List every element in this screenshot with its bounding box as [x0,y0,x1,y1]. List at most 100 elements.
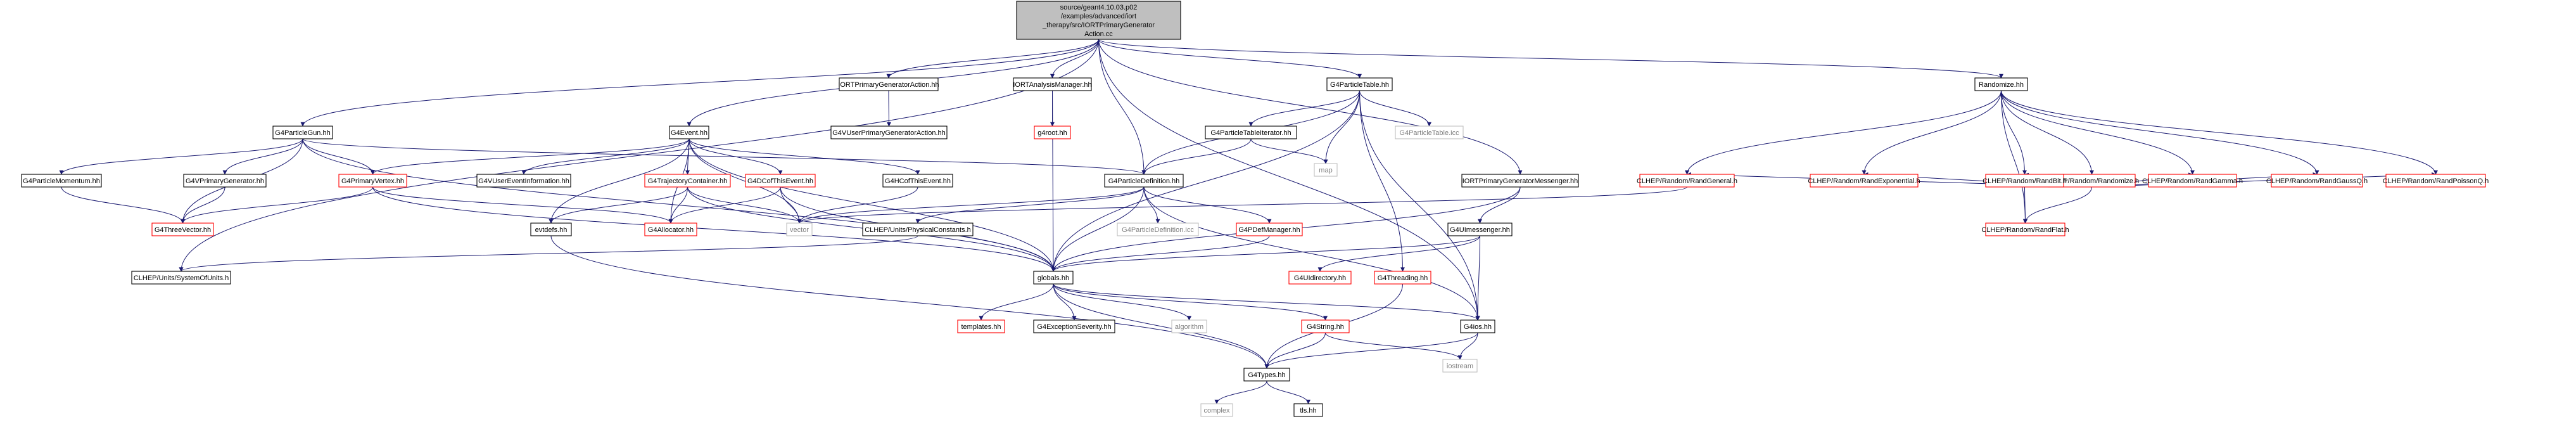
edge-G4ParticleTable_hh-to-G4ParticleTable_icc [1359,90,1431,127]
node-label: algorithm [1175,323,1203,331]
node-label: Randomize.hh [1979,81,2024,89]
edge-root-to-G4ParticleTable_hh [1098,39,1362,79]
node-evtdefs-hh[interactable]: evtdefs.hh [530,222,572,236]
node-clhep-systemofunits-h[interactable]: CLHEP/Units/SystemOfUnits.h [131,271,231,285]
edge-G4Event_hh-to-G4HCofThisEvent_hh [688,138,920,175]
node-label: map [1319,167,1332,174]
node-box [530,222,572,236]
node-box [839,77,939,91]
edge-Randomize_hh-to-CLHEP_RandGaussQ_h [2001,90,2319,175]
node-clhep-randgeneral-h[interactable]: CLHEP/Random/RandGeneral.h [1637,174,1737,188]
node-box [1461,174,1579,188]
node-g4primaryvertex-hh[interactable]: G4PrimaryVertex.hh [338,174,407,188]
node-label: evtdefs.hh [535,226,568,234]
node-clhep-randexponential-h[interactable]: CLHEP/Random/RandExponential.h [1808,174,1920,188]
node-label: CLHEP/Random/RandFlat.h [1981,226,2069,234]
edge-G4ParticleDefinition_hh-to-G4ios_hh [1143,186,1480,321]
node-iortprimarygeneratormessenger-hh[interactable]: IORTPrimaryGeneratorMessenger.hh [1461,174,1579,188]
node-iortanalysismanager-hh[interactable]: IORTAnalysisManager.hh [1013,77,1092,91]
node-g4vuserprimarygeneratoraction-hh[interactable]: G4VUserPrimaryGeneratorAction.hh [830,125,948,139]
node-g4particledefinition-hh[interactable]: G4ParticleDefinition.hh [1104,174,1184,188]
node-g4particlemomentum-hh[interactable]: G4ParticleMomentum.hh [21,174,102,188]
node-clhep-randgamma-h[interactable]: CLHEP/Random/RandGamma.h [2142,174,2243,188]
edge-G4ParticleDefinition_hh-to-CLHEP_PhysicalConstants_h [915,186,1145,224]
node-algorithm[interactable]: algorithm [1171,319,1207,333]
edge-CLHEP_Randomize_h-to-CLHEP_RandFlat_h [2023,186,2092,224]
edge-root-to-G4ParticleDefinition_hh [1098,39,1146,175]
node-g4event-hh[interactable]: G4Event.hh [669,125,709,139]
node-clhep-physicalconstants-h[interactable]: CLHEP/Units/PhysicalConstants.h [862,222,974,236]
node-g4allocator-hh[interactable]: G4Allocator.hh [644,222,697,236]
node-label: globals.hh [1037,274,1069,282]
node-clhep-randpoissonq-h[interactable]: CLHEP/Random/RandPoissonQ.h [2383,174,2489,188]
node-g4uidirectory-hh[interactable]: G4UIdirectory.hh [1288,271,1352,285]
node-randomize-hh[interactable]: Randomize.hh [1974,77,2028,91]
node-label: G4ParticleGun.hh [275,129,330,137]
node-templates-hh[interactable]: templates.hh [957,319,1005,333]
node-g4vusereventinformation-hh[interactable]: G4VUserEventInformation.hh [476,174,571,188]
edge-G4ParticleTableIterator_hh-to-G4ParticleDefinition_hh [1141,138,1252,175]
nodes-layer: source/geant4.10.03.p02/examples/advance… [21,1,2489,417]
node-g4exceptionseverity-hh[interactable]: G4ExceptionSeverity.hh [1033,319,1115,333]
node-label: G4UIdirectory.hh [1294,274,1346,282]
node-g4root-hh[interactable]: g4root.hh [1034,125,1071,139]
edge-G4PrimaryVertex_hh-to-G4Allocator_hh [372,186,673,224]
edge-G4String_hh-to-G4Types_hh [1264,332,1326,369]
edge-G4Event_hh-to-vector [688,138,802,224]
node-complex[interactable]: complex [1200,403,1233,417]
node-g4particletable-hh[interactable]: G4ParticleTable.hh [1326,77,1393,91]
node-tls-hh[interactable]: tls.hh [1293,403,1323,417]
node-box [1974,77,2028,91]
edge-G4TrajectoryContainer_hh-to-vector [687,186,802,224]
node-label: G4ParticleTable.icc [1399,129,1459,137]
edge-G4ParticleGun_hh-to-G4ParticleDefinition_hh [302,138,1146,175]
edge-Randomize_hh-to-CLHEP_RandExponential_h [1862,90,2002,175]
node-label: CLHEP/Random/RandGaussQ.h [2266,177,2368,185]
node-box [669,125,709,139]
edge-G4ParticleMomentum_hh-to-G4ThreeVector_hh [61,186,185,224]
edge-G4ParticleTable_hh-to-G4ParticleTableIterator_hh [1248,90,1360,127]
node-clhep-randgaussq-h[interactable]: CLHEP/Random/RandGaussQ.h [2266,174,2368,188]
node-box [476,174,571,188]
node-g4vprimarygenerator-hh[interactable]: G4VPrimaryGenerator.hh [183,174,267,188]
edge-G4ParticleDefinition_hh-to-G4ParticleDefinition_icc [1143,186,1160,224]
node-label: IORTPrimaryGeneratorMessenger.hh [1462,177,1578,185]
node-vector[interactable]: vector [786,222,813,236]
node-label: IORTAnalysisManager.hh [1013,81,1091,89]
node-g4particlegun-hh[interactable]: G4ParticleGun.hh [272,125,333,139]
node-label: G4VUserEventInformation.hh [478,177,569,185]
node-g4threading-hh[interactable]: G4Threading.hh [1374,271,1431,285]
edge-globals_hh-to-G4String_hh [1053,283,1328,321]
edge-G4ParticleDefinition_hh-to-G4PDefManager_hh [1143,186,1272,224]
node-box [1243,368,1290,382]
edge-Randomize_hh-to-CLHEP_RandPoissonQ_h [2001,90,2438,175]
node-clhep-randbit-h[interactable]: CLHEP/Random/RandBit.h [1983,174,2067,188]
node-box [1326,77,1393,91]
node-globals-hh[interactable]: globals.hh [1033,271,1074,285]
node-g4threevector-hh[interactable]: G4ThreeVector.hh [151,222,214,236]
node-map[interactable]: map [1314,163,1338,177]
node-g4trajectorycontainer-hh[interactable]: G4TrajectoryContainer.hh [644,174,731,188]
node-g4uimessenger-hh[interactable]: G4UImessenger.hh [1447,222,1513,236]
node-box [786,222,813,236]
node-iostream[interactable]: iostream [1442,359,1478,373]
node-box [338,174,407,188]
edge-G4Event_hh-to-G4VUserEventInformation_hh [521,138,690,175]
edge-G4ParticleGun_hh-to-globals_hh [302,138,1056,272]
node-clhep-randflat-h[interactable]: CLHEP/Random/RandFlat.h [1981,222,2069,236]
node-g4particletableiterator-hh[interactable]: G4ParticleTableIterator.hh [1205,125,1297,139]
node-g4string-hh[interactable]: G4String.hh [1301,319,1350,333]
edge-G4ParticleTableIterator_hh-to-map [1250,138,1328,164]
node-g4particledefinition-icc[interactable]: G4ParticleDefinition.icc [1117,222,1199,236]
edge-G4TrajectoryContainer_hh-to-G4Allocator_hh [668,186,688,224]
edge-CLHEP_RandBit_h-to-CLHEP_RandFlat_h [2022,186,2027,224]
node-g4pdefmanager-hh[interactable]: G4PDefManager.hh [1236,222,1303,236]
node-g4ios-hh[interactable]: G4ios.hh [1460,319,1495,333]
node-g4particletable-icc[interactable]: G4ParticleTable.icc [1395,125,1464,139]
node-box [2271,174,2363,188]
node-g4dcofthisevent-hh[interactable]: G4DCofThisEvent.hh [745,174,816,188]
node-g4hcofthisevent-hh[interactable]: G4HCofThisEvent.hh [882,174,953,188]
node-g4types-hh[interactable]: G4Types.hh [1243,368,1290,382]
node-iortprimarygeneratoraction-hh[interactable]: IORTPrimaryGeneratorAction.hh [838,77,939,91]
edge-G4Event_hh-to-G4PrimaryVertex_hh [371,138,690,175]
